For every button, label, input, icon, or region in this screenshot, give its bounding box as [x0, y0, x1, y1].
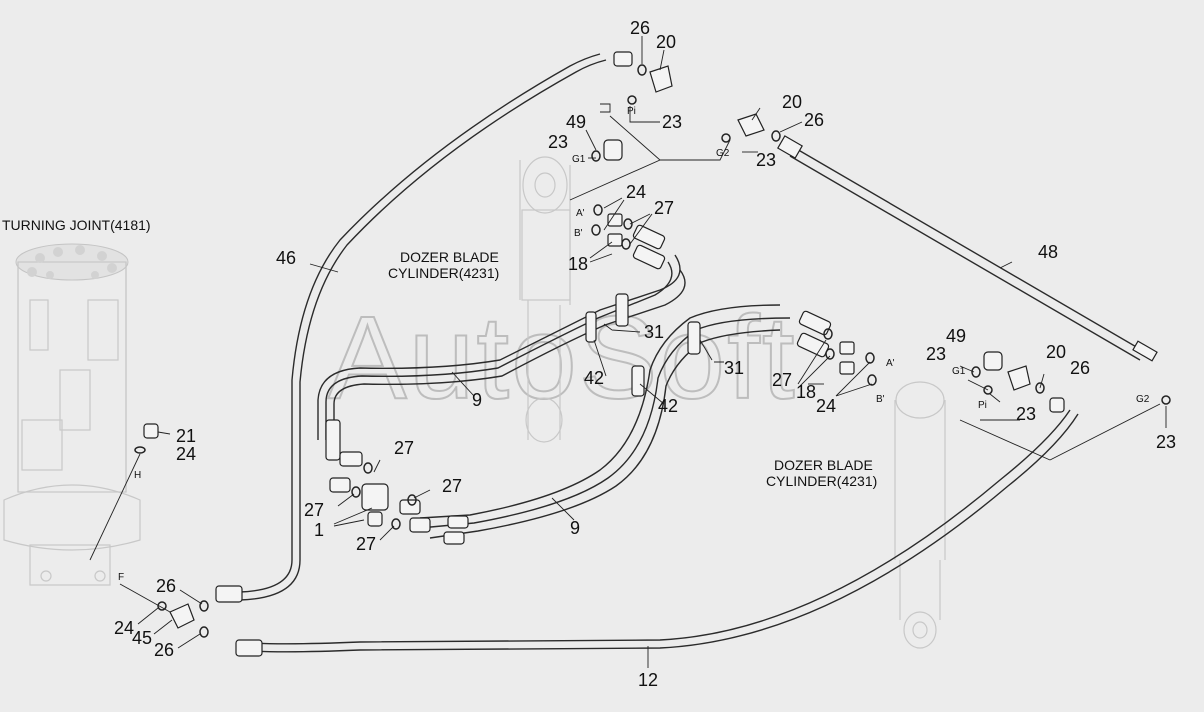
- part-23-right-g1: 23: [926, 344, 946, 364]
- hose-48: [789, 147, 1158, 362]
- port-pi-right: Pi: [978, 400, 987, 411]
- part-27-top: 27: [654, 198, 674, 218]
- part-26-bl2: 26: [154, 640, 174, 660]
- port-a-right: A': [886, 358, 895, 369]
- part-27-right: 27: [772, 370, 792, 390]
- fittings: [143, 51, 1065, 657]
- part-27-c2: 27: [442, 476, 462, 496]
- clamps: [585, 293, 701, 397]
- hose-12: [249, 409, 1079, 653]
- part-46: 46: [276, 248, 296, 268]
- part-42-b: 42: [658, 396, 678, 416]
- part-23-top-g1: 23: [548, 132, 568, 152]
- part-45: 45: [132, 628, 152, 648]
- port-g2-top: G2: [716, 148, 730, 159]
- part-12: 12: [638, 670, 658, 690]
- part-31-a: 31: [644, 322, 664, 342]
- part-20-right: 20: [1046, 342, 1066, 362]
- hose-9-upper: [317, 254, 686, 440]
- part-23-g2-right: 23: [1156, 432, 1176, 452]
- part-18-right: 18: [796, 382, 816, 402]
- part-31-b: 31: [724, 358, 744, 378]
- part-18-top: 18: [568, 254, 588, 274]
- watermark: AutoSoft: [328, 292, 797, 424]
- part-23-mid-g2: 23: [756, 150, 776, 170]
- hose-46: [239, 53, 607, 601]
- port-b-top: B': [574, 228, 583, 239]
- part-48: 48: [1038, 242, 1058, 262]
- part-26-right: 26: [1070, 358, 1090, 378]
- part-9-b: 9: [570, 518, 580, 538]
- port-g1-top: G1: [572, 154, 586, 165]
- port-pi-top: Pi: [627, 106, 636, 117]
- part-23-right-pi: 23: [1016, 404, 1036, 424]
- part-49-top: 49: [566, 112, 586, 132]
- port-b-right: B': [876, 394, 885, 405]
- dozer-blade-right-label-2: CYLINDER(4231): [766, 473, 877, 489]
- dozer-blade-top-label-1: DOZER BLADE: [400, 249, 499, 265]
- turning-joint-label: TURNING JOINT(4181): [2, 217, 151, 233]
- part-42-a: 42: [584, 368, 604, 388]
- hose-9-lower: [419, 304, 791, 539]
- part-27-c3: 27: [304, 500, 324, 520]
- turning-joint-ghost: [3, 243, 141, 586]
- part-24-right: 24: [816, 396, 836, 416]
- part-20-mid: 20: [782, 92, 802, 112]
- dozer-cylinder-top-ghost: [519, 156, 571, 443]
- part-26-bl1: 26: [156, 576, 176, 596]
- dozer-blade-top-label-2: CYLINDER(4231): [388, 265, 499, 281]
- port-f: F: [118, 572, 124, 583]
- part-23-top-pi: 23: [662, 112, 682, 132]
- dozer-cylinder-right-ghost: [894, 381, 946, 649]
- leader-lines: [89, 36, 1167, 668]
- port-a-top: A': [576, 208, 585, 219]
- part-20-top: 20: [656, 32, 676, 52]
- port-g1-right: G1: [952, 366, 966, 377]
- part-24-left: 24: [176, 444, 196, 464]
- part-24-top: 24: [626, 182, 646, 202]
- part-26-mid: 26: [804, 110, 824, 130]
- part-1: 1: [314, 520, 324, 540]
- part-27-c1: 27: [394, 438, 414, 458]
- part-24-bl: 24: [114, 618, 134, 638]
- port-h: H: [134, 470, 141, 481]
- part-49-right: 49: [946, 326, 966, 346]
- port-g2-right: G2: [1136, 394, 1150, 405]
- dozer-blade-right-label-1: DOZER BLADE: [774, 457, 873, 473]
- part-27-c4: 27: [356, 534, 376, 554]
- part-26-top: 26: [630, 18, 650, 38]
- part-21: 21: [176, 426, 196, 446]
- part-9-a: 9: [472, 390, 482, 410]
